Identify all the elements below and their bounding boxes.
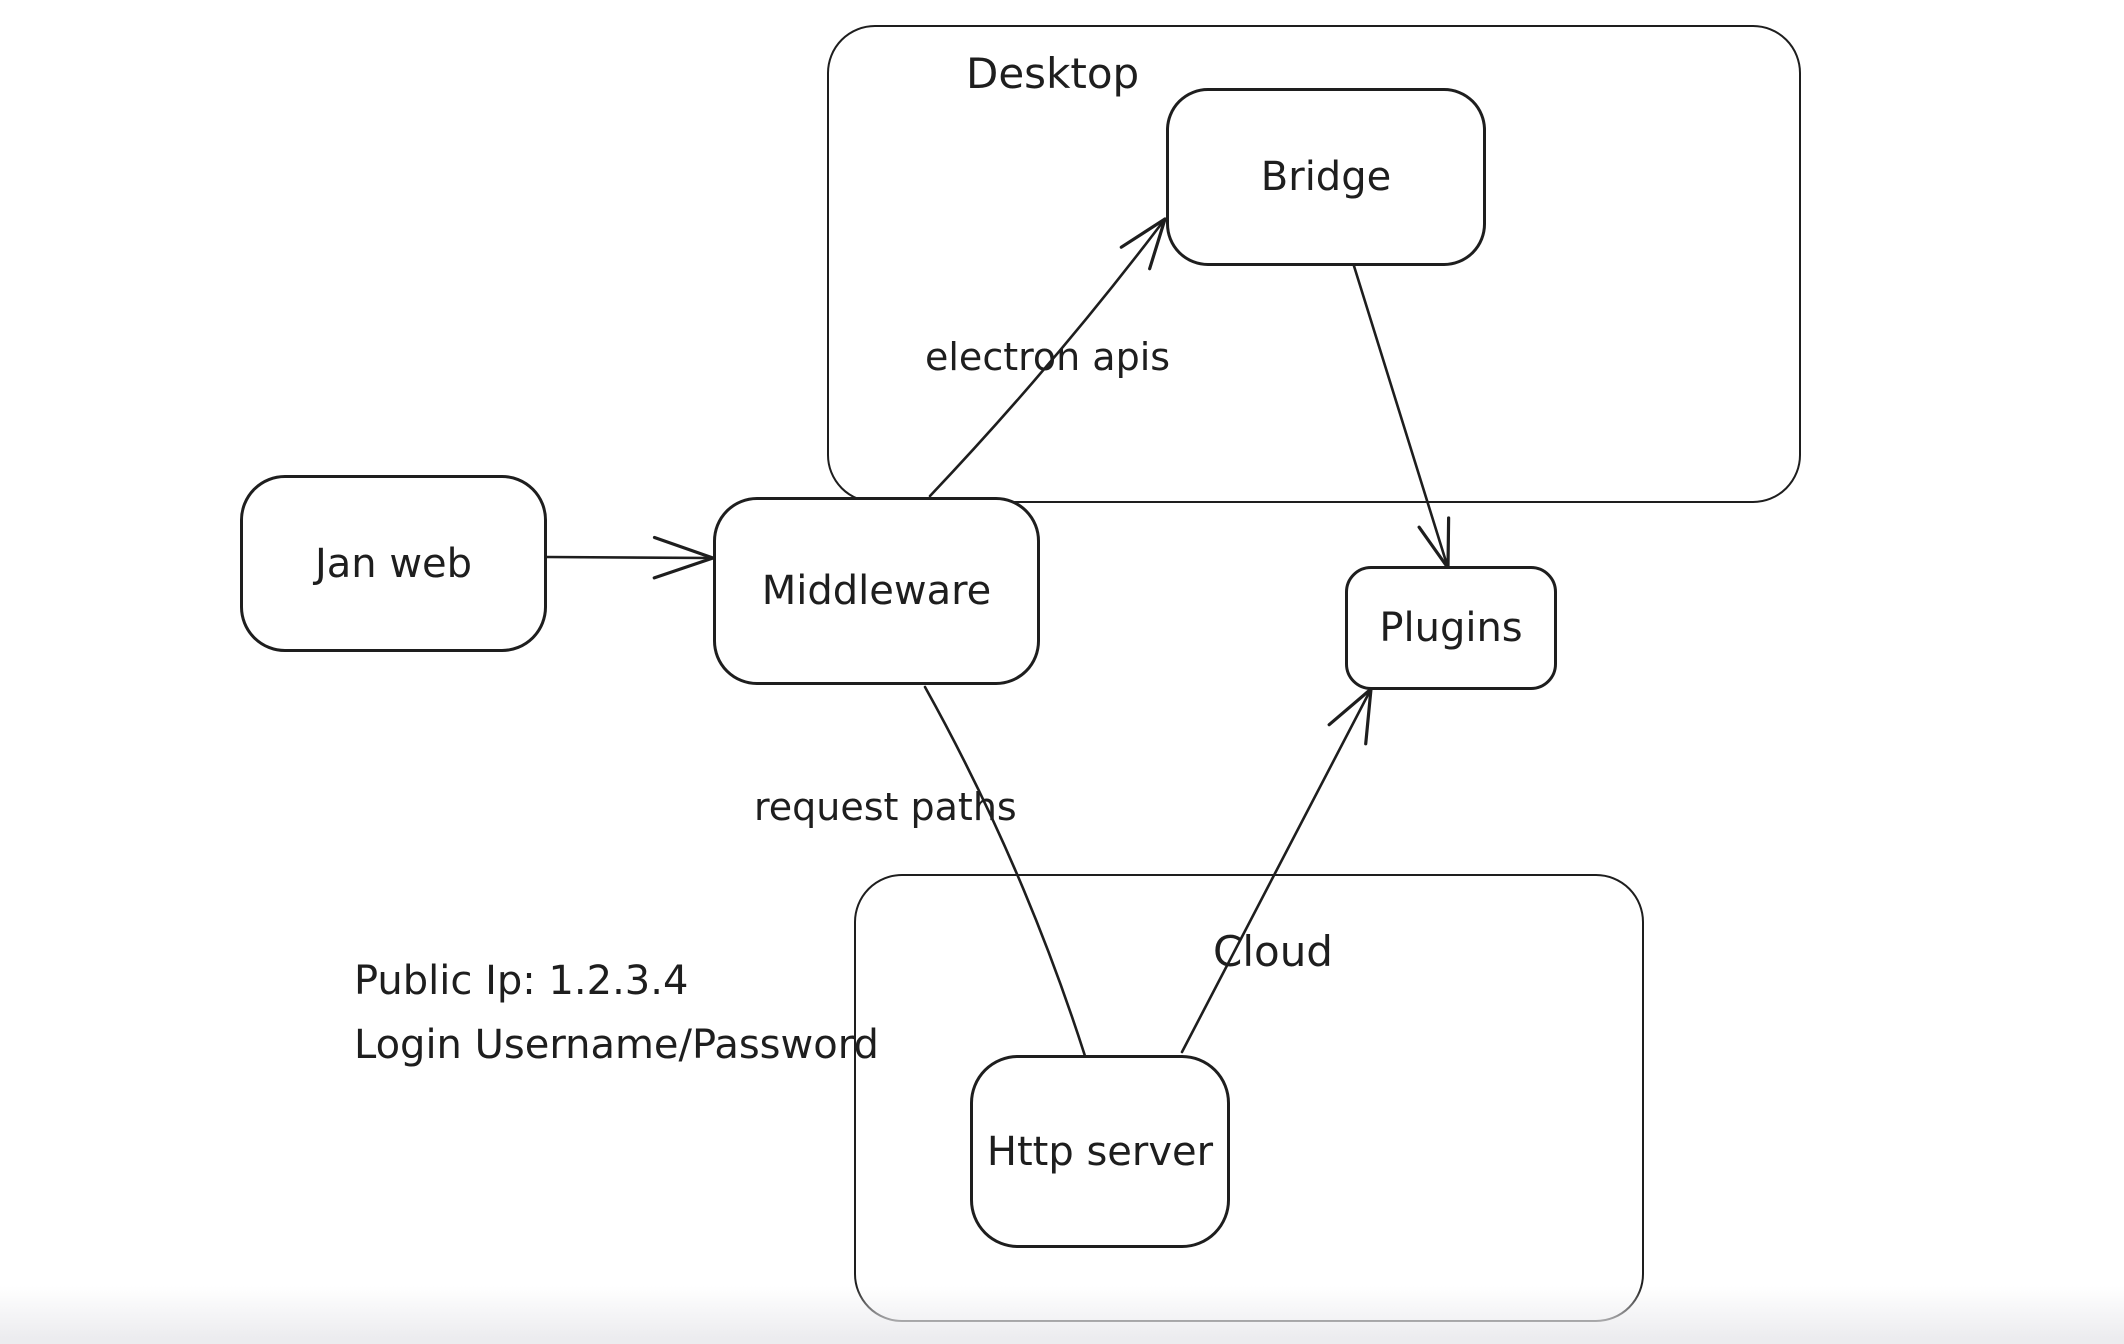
edge-middleware-to-bridge bbox=[928, 217, 1167, 498]
edge-label-request-paths: request paths bbox=[754, 785, 1017, 829]
edge-jan-web-to-middleware bbox=[545, 555, 715, 560]
container-desktop[interactable] bbox=[827, 25, 1801, 503]
node-middleware[interactable] bbox=[713, 497, 1040, 685]
edge-bridge-to-plugins bbox=[1352, 264, 1450, 570]
node-plugins[interactable] bbox=[1345, 566, 1557, 690]
edge-http-server-to-plugins-arrowhead-wing-2 bbox=[1364, 687, 1373, 746]
edge-bridge-to-plugins-arrowhead-wing-1 bbox=[1446, 516, 1451, 570]
edge-jan-web-to-middleware-arrowhead-wing-1 bbox=[652, 535, 715, 560]
edge-middleware-to-http-server bbox=[923, 685, 1087, 1058]
edge-bridge-to-plugins-arrowhead-wing-2 bbox=[1417, 525, 1450, 570]
annotation-public-ip: Public Ip: 1.2.3.4 bbox=[354, 958, 689, 1004]
container-desktop-label: Desktop bbox=[966, 49, 1140, 98]
node-jan-web-label: Jan web bbox=[314, 540, 473, 587]
edge-http-server-to-plugins bbox=[1180, 687, 1373, 1054]
node-bridge[interactable] bbox=[1166, 88, 1486, 266]
node-http-server[interactable] bbox=[970, 1055, 1230, 1248]
edge-middleware-to-bridge-arrowhead-wing-1 bbox=[1119, 217, 1167, 249]
edge-http-server-to-plugins-arrowhead-wing-1 bbox=[1327, 687, 1373, 727]
edge-label-electron-apis: electron apis bbox=[925, 335, 1171, 379]
node-http-server-label: Http server bbox=[986, 1128, 1214, 1175]
node-plugins-label: Plugins bbox=[1379, 605, 1523, 651]
edge-jan-web-to-middleware-arrowhead-wing-2 bbox=[652, 556, 715, 580]
node-middleware-label: Middleware bbox=[761, 568, 992, 614]
container-cloud-label: Cloud bbox=[1213, 927, 1333, 976]
annotation-login-credentials: Login Username/Password bbox=[354, 1022, 879, 1068]
node-bridge-label: Bridge bbox=[1260, 154, 1392, 200]
node-jan-web[interactable] bbox=[240, 475, 547, 652]
edge-middleware-to-bridge-arrowhead-wing-2 bbox=[1148, 217, 1167, 271]
